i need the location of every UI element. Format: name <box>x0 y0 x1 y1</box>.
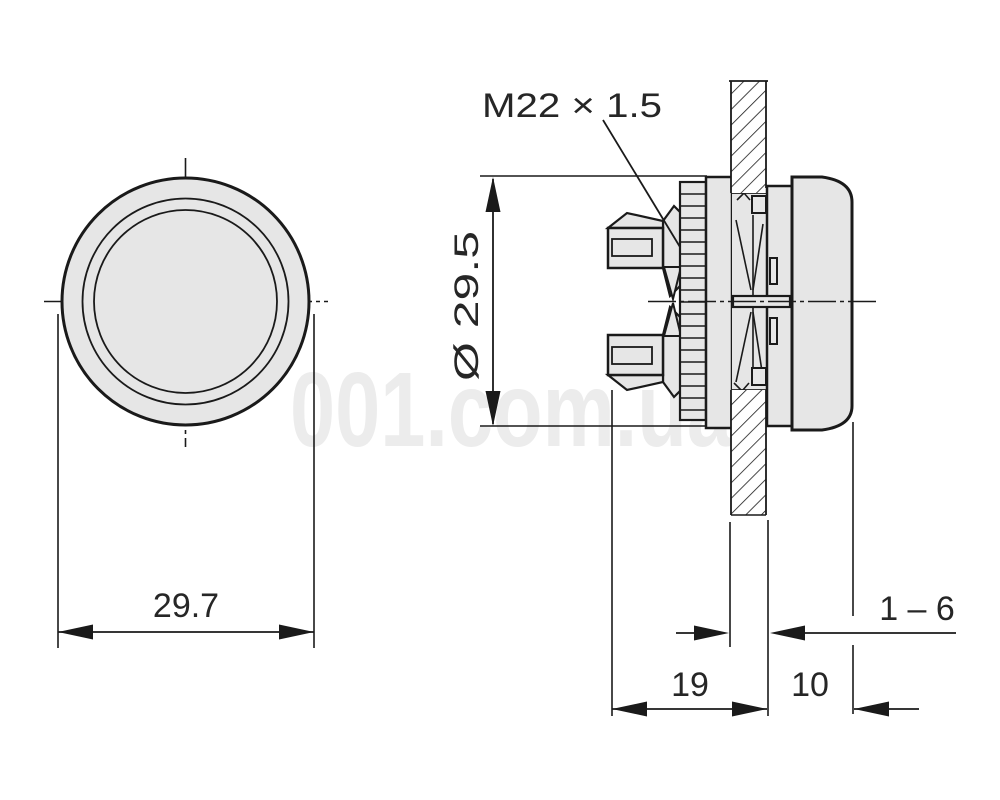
button-bezel-ring <box>81 197 290 406</box>
dim-29-7-label: 29.7 <box>153 587 219 625</box>
clip-spring-wedges <box>662 266 683 337</box>
dim-19-label: 19 <box>671 666 709 704</box>
button-plunger-edge <box>93 209 278 394</box>
thread-callout: M22 × 1.5 <box>482 87 681 248</box>
dim-1-6-label: 1 – 6 <box>879 590 955 628</box>
thread-label: M22 × 1.5 <box>482 87 662 125</box>
dimension-29-7: 29.7 <box>57 314 315 648</box>
leader-line <box>602 119 681 248</box>
dimension-diameter-29-5: Ø 29.5 <box>448 175 707 427</box>
button-outer-rim <box>60 176 311 427</box>
panel-cross-section <box>729 80 768 516</box>
spring-bar-top <box>769 257 778 285</box>
latch-block-bottom <box>751 367 767 386</box>
dimension-10: 10 <box>791 422 919 717</box>
spring-bar-bottom <box>769 317 778 345</box>
side-view <box>604 80 878 516</box>
dim-10-label: 10 <box>791 666 829 704</box>
latch-block-top <box>751 195 767 214</box>
dimension-19: 19 <box>611 390 769 717</box>
sleeve-through-panel <box>732 191 767 393</box>
front-view <box>44 158 328 447</box>
rear-flange <box>704 175 734 430</box>
head-front <box>790 175 854 432</box>
dim-diameter-label: Ø 29.5 <box>448 231 486 381</box>
dimension-panel-thickness: 1 – 6 <box>676 522 956 647</box>
